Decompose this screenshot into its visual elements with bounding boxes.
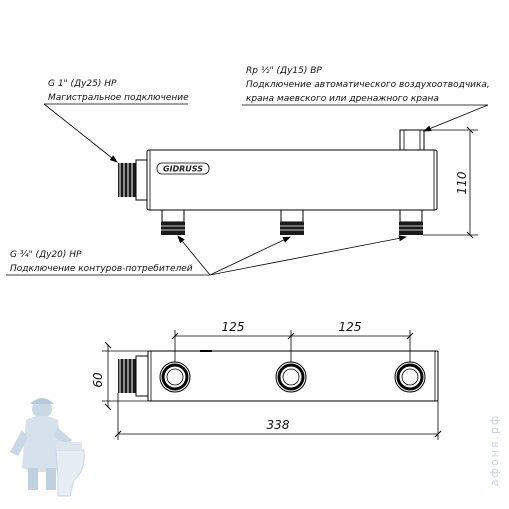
dimension-spacing: 125 125 bbox=[171, 320, 414, 362]
main-inlet-thread-top bbox=[118, 355, 149, 397]
dimension-60: 60 bbox=[91, 372, 105, 388]
dimension-110: 110 bbox=[455, 171, 469, 194]
brand-text: GIDRUSS bbox=[163, 165, 203, 174]
top-connection-spec: Rp ½" (Ду15) ВР bbox=[246, 66, 322, 76]
top-connection-desc-2: крана маевского или дренажного крана bbox=[246, 94, 439, 104]
main-connection-desc: Магистральное подключение bbox=[48, 93, 189, 103]
top-connection-desc-1: Подключение автоматического воздухоотвод… bbox=[246, 80, 490, 90]
top-air-vent-port bbox=[399, 129, 425, 151]
dimension-125-left: 125 bbox=[222, 320, 245, 334]
dimension-length: 338 bbox=[114, 393, 442, 440]
plumber-mascot-logo bbox=[10, 398, 85, 497]
outlet-circle-3 bbox=[394, 361, 426, 393]
watermark-text: афоня.рф bbox=[488, 414, 501, 487]
callout-outlet-connection: G ¾" (Ду20) НР Подключение контуров-потр… bbox=[6, 235, 407, 276]
outlet-port-3 bbox=[399, 209, 423, 235]
outlet-connection-desc: Подключение контуров-потребителей bbox=[10, 264, 193, 274]
side-view: GIDRUSS bbox=[6, 66, 490, 276]
outlet-port-1 bbox=[161, 209, 185, 235]
outlet-circle-2 bbox=[275, 361, 307, 393]
outlet-connection-spec: G ¾" (Ду20) НР bbox=[10, 250, 82, 260]
dimension-338: 338 bbox=[267, 418, 290, 432]
dimension-depth: 60 bbox=[91, 341, 148, 411]
outlet-circle-1 bbox=[159, 361, 191, 393]
brand-label: GIDRUSS bbox=[156, 162, 210, 175]
outlet-port-2 bbox=[280, 209, 304, 235]
dimension-125-right: 125 bbox=[339, 320, 362, 334]
collector-body-side bbox=[146, 149, 438, 211]
dimension-height-side: 110 bbox=[423, 126, 478, 239]
main-inlet-thread bbox=[118, 159, 148, 201]
main-connection-spec: G 1" (Ду25) НР bbox=[48, 79, 117, 89]
callout-top-connection: Rp ½" (Ду15) ВР Подключение автоматическ… bbox=[242, 66, 490, 132]
top-view: 125 125 60 338 bbox=[91, 320, 442, 440]
callout-main-connection: G 1" (Ду25) НР Магистральное подключение bbox=[43, 79, 189, 163]
